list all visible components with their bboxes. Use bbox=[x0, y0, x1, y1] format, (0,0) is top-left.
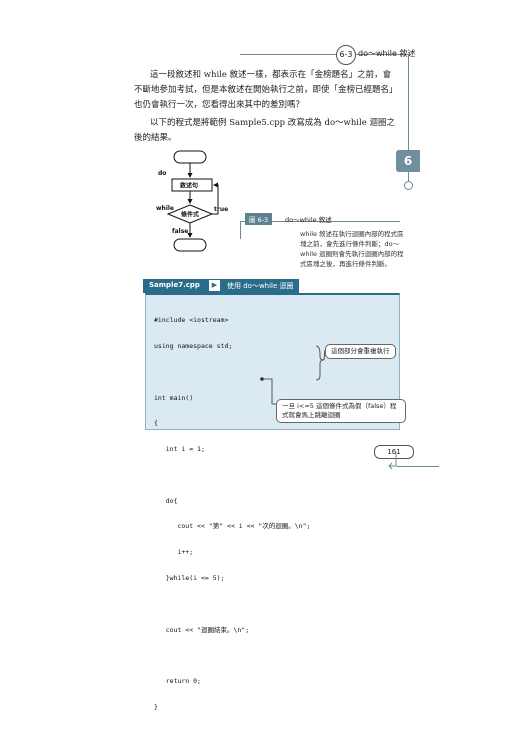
connector-2 bbox=[262, 378, 276, 405]
flowchart-true-label: true bbox=[214, 206, 228, 213]
code-line: using namespace std; bbox=[154, 341, 233, 350]
code-line: #include <iostream> bbox=[154, 316, 229, 325]
figure-title: do～while 敘述 bbox=[285, 216, 332, 224]
code-line: int main() bbox=[154, 393, 194, 402]
sample-title: 使用 do～while 迴圈 bbox=[227, 282, 294, 290]
code-line: } bbox=[154, 702, 158, 711]
code-line: return 0; bbox=[154, 677, 201, 686]
code-line: }while(i <= 5); bbox=[154, 574, 225, 582]
callout-connectors bbox=[260, 345, 326, 405]
code-line: ​ bbox=[154, 600, 310, 609]
page-number: 161 bbox=[374, 445, 414, 459]
flowchart-condition: 條件式 bbox=[181, 211, 199, 219]
flowchart: do 敘述句 while 條件式 true false bbox=[156, 150, 228, 252]
callout-repeat: 這個部分會重複執行 bbox=[325, 344, 396, 359]
code-line: ​ bbox=[154, 651, 310, 660]
figure-vrule bbox=[240, 221, 241, 239]
code-line: i++; bbox=[154, 548, 194, 557]
sample-filename: Sample7.cpp bbox=[149, 281, 200, 289]
flowchart-do-label: do bbox=[158, 170, 166, 177]
chapter-tab: 6 bbox=[396, 150, 420, 172]
figure-tag: 圖 6-3 bbox=[245, 213, 273, 225]
code-line: ​ bbox=[154, 471, 310, 480]
flowchart-start bbox=[173, 150, 207, 164]
rail-dot bbox=[404, 181, 413, 190]
sample-header: Sample7.cpp ▶ 使用 do～while 迴圈 bbox=[143, 279, 299, 293]
flowchart-while-label: while bbox=[156, 205, 174, 212]
code-line: cout << "第" << i << "次的迴圈。\n"; bbox=[154, 522, 311, 531]
code-line: { bbox=[154, 419, 158, 428]
code-line: int i = 1; bbox=[154, 445, 205, 454]
flowchart-end bbox=[173, 238, 207, 252]
page-rule bbox=[397, 466, 439, 467]
connector-1 bbox=[323, 349, 326, 361]
paragraph-intro: 這一段敘述和 while 敘述一樣，都表示在「金榜題名」之前，會不斷地參加考試，… bbox=[134, 70, 394, 110]
play-icon: ▶ bbox=[209, 280, 220, 291]
section-title: do～while 敘述 bbox=[358, 49, 416, 58]
figure-description: while 敘述在執行迴圈內部的程式區塊之前，會先進行條件判斷；do～while… bbox=[300, 230, 404, 268]
code-line: do{ bbox=[154, 496, 178, 505]
page-curl-icon bbox=[388, 452, 397, 470]
flow-loop-back bbox=[212, 182, 219, 215]
paragraph-sample: 以下的程式是將範例 Sample5.cpp 改寫成為 do～while 迴圈之後… bbox=[134, 118, 395, 143]
callout-exit: 一旦 i<=5 這個條件式為假（false）程式就會馬上跳離迴圈 bbox=[276, 399, 406, 423]
figure-rule bbox=[240, 221, 400, 222]
brace-do-loop bbox=[315, 345, 325, 381]
flowchart-statement-box bbox=[171, 178, 213, 192]
side-rail bbox=[408, 54, 409, 184]
header-rule bbox=[240, 54, 410, 55]
flowchart-false-label: false bbox=[172, 228, 188, 235]
code-line: cout << "迴圈結束。\n"; bbox=[154, 625, 250, 634]
section-number: 6-3 bbox=[336, 45, 356, 65]
flowchart-statement: 敘述句 bbox=[179, 182, 198, 190]
